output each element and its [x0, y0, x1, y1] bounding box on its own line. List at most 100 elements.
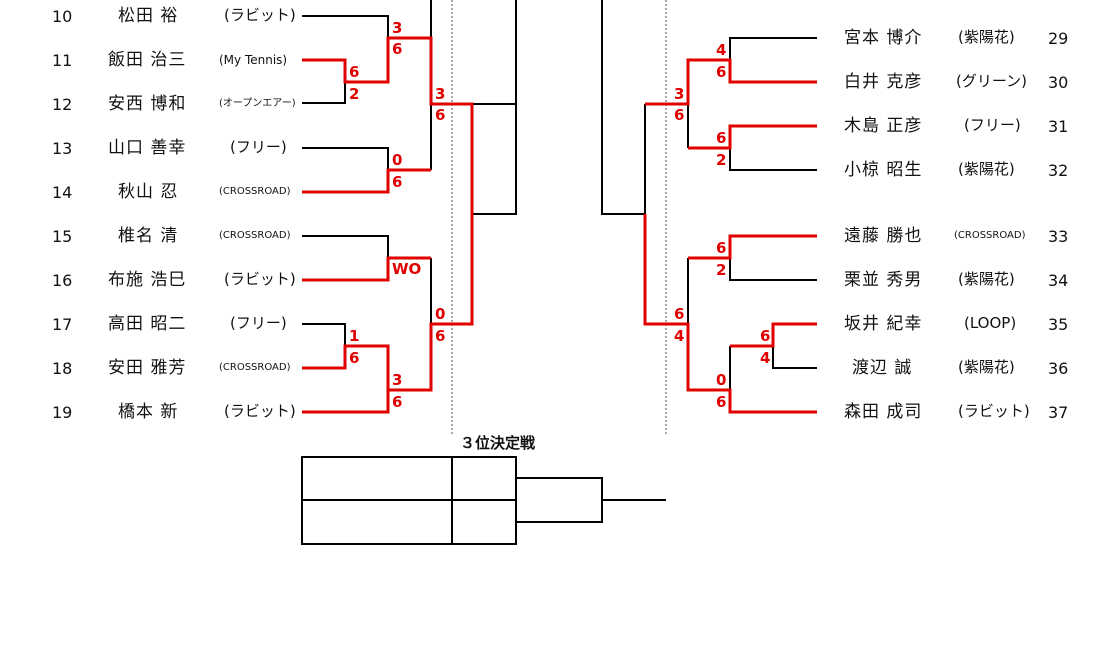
match-score: 4	[674, 327, 685, 345]
player-number: 18	[52, 359, 73, 378]
player-number: 12	[52, 95, 73, 114]
player-name: 秋山 忍	[118, 182, 179, 202]
winner-line	[688, 124, 817, 150]
player-club: (紫陽花)	[958, 28, 1015, 46]
player-number: 35	[1048, 315, 1069, 334]
match-score: 3	[392, 19, 403, 37]
player-name: 坂井 紀幸	[844, 314, 923, 334]
match-score: 0	[392, 151, 403, 169]
player-name: 椎名 清	[118, 226, 179, 246]
player-club: (CROSSROAD)	[954, 230, 1026, 241]
match-score: 3	[674, 85, 685, 103]
bracket-line	[302, 323, 346, 346]
bracket-line	[601, 0, 645, 215]
player-club: (My Tennis)	[219, 53, 288, 67]
player-club: (LOOP)	[964, 314, 1017, 332]
match-score: 6	[674, 106, 685, 124]
player-number: 11	[52, 51, 73, 70]
bracket-line	[772, 346, 817, 369]
bracket-line	[302, 15, 389, 38]
player-number: 19	[52, 403, 73, 422]
player-name: 白井 克彦	[844, 72, 923, 92]
match-score: 6	[716, 393, 727, 411]
player-club: (CROSSROAD)	[219, 230, 291, 241]
match-score: 6	[349, 63, 360, 81]
player-name: 松田 裕	[118, 6, 179, 26]
player-name: 安西 博和	[108, 94, 187, 114]
player-club: (紫陽花)	[958, 160, 1015, 178]
player-name: 渡辺 誠	[852, 358, 913, 378]
player-name: 森田 成司	[844, 402, 923, 422]
match-score: 4	[716, 41, 727, 59]
match-score: 2	[716, 261, 727, 279]
player-club: (フリー)	[230, 138, 287, 156]
player-name: 飯田 治三	[108, 50, 187, 70]
player-number: 31	[1048, 117, 1069, 136]
player-club: (グリーン)	[956, 72, 1027, 90]
match-score: 6	[392, 40, 403, 58]
third-place-title: ３位決定戦	[460, 434, 536, 452]
player-club: (フリー)	[230, 314, 287, 332]
player-number: 16	[52, 271, 73, 290]
match-score: 6	[392, 173, 403, 191]
winner-line	[688, 234, 817, 260]
match-score: 4	[760, 349, 771, 367]
player-number: 14	[52, 183, 73, 202]
player-club: (ラビット)	[224, 6, 296, 24]
player-number: 15	[52, 227, 73, 246]
match-score: 1	[349, 327, 360, 345]
bracket-line	[729, 148, 817, 171]
player-number: 13	[52, 139, 73, 158]
player-name: 木島 正彦	[844, 116, 923, 136]
bracket-line	[729, 258, 817, 281]
match-score: 6	[716, 129, 727, 147]
match-score: 2	[716, 151, 727, 169]
bracket-line	[302, 147, 389, 170]
bracket-line	[302, 235, 389, 258]
match-score: 0	[435, 305, 446, 323]
winner-line	[302, 256, 431, 282]
player-number: 32	[1048, 161, 1069, 180]
winner-line	[645, 58, 817, 106]
player-name: 栗並 秀男	[844, 270, 923, 290]
player-club: (紫陽花)	[958, 358, 1015, 376]
player-club: (オープンエアー)	[219, 98, 296, 109]
player-name: 宮本 博介	[844, 28, 923, 48]
player-club: (紫陽花)	[958, 270, 1015, 288]
player-club: (ラビット)	[958, 402, 1030, 420]
winner-line	[730, 322, 817, 348]
bracket-line	[516, 477, 603, 523]
player-name: 山口 善幸	[108, 138, 187, 158]
bracket-line	[472, 0, 517, 215]
bracket-line	[729, 37, 817, 60]
player-club: (ラビット)	[224, 270, 296, 288]
bracket-line	[302, 82, 346, 104]
match-score: 3	[435, 85, 446, 103]
match-score: 6	[349, 349, 360, 367]
winner-line	[643, 214, 817, 414]
match-score: 6	[760, 327, 771, 345]
player-club: (フリー)	[964, 116, 1021, 134]
player-number: 33	[1048, 227, 1069, 246]
match-score: 6	[435, 327, 446, 345]
winner-line	[302, 390, 390, 414]
winner-line	[302, 168, 431, 194]
player-number: 17	[52, 315, 73, 334]
match-score: 6	[716, 239, 727, 257]
player-club: (CROSSROAD)	[219, 186, 291, 197]
player-name: 安田 雅芳	[108, 358, 187, 378]
player-name: 遠藤 勝也	[844, 226, 923, 246]
player-number: 34	[1048, 271, 1069, 290]
match-score: WO	[392, 260, 422, 278]
player-club: (CROSSROAD)	[219, 362, 291, 373]
match-score: 2	[349, 85, 360, 103]
match-score: 6	[435, 106, 446, 124]
player-name: 小椋 昭生	[844, 160, 923, 180]
player-number: 30	[1048, 73, 1069, 92]
match-score: 6	[674, 305, 685, 323]
player-club: (ラビット)	[224, 402, 296, 420]
player-name: 橋本 新	[118, 402, 179, 422]
match-score: 6	[392, 393, 403, 411]
